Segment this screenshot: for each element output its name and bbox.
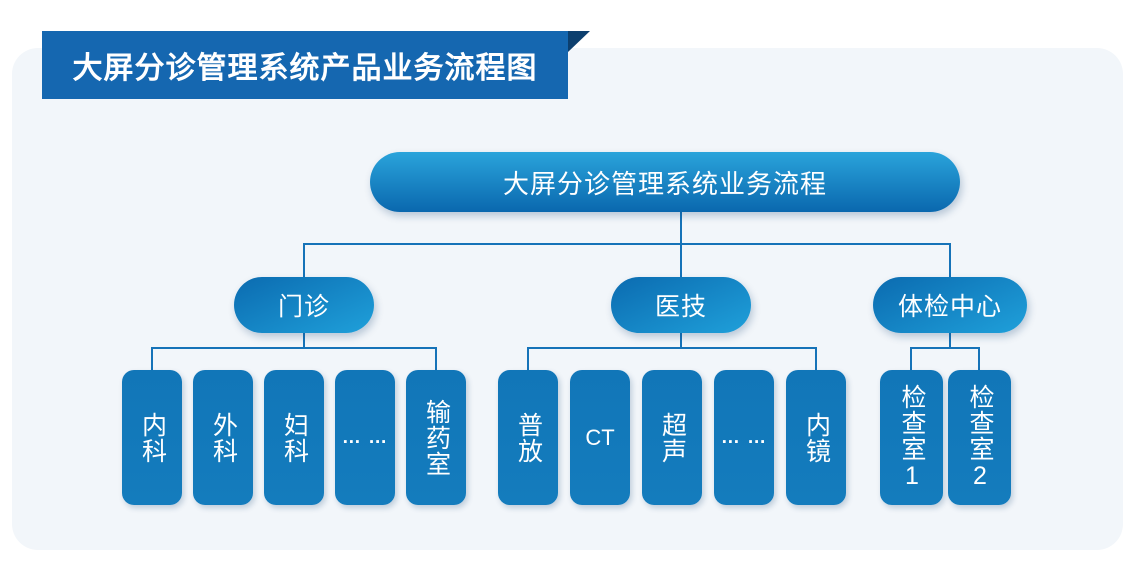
connector-line: [910, 347, 980, 349]
leaf-label: 检查室1: [898, 384, 926, 491]
leaf-node-exam-room-2: 检查室2: [948, 370, 1011, 505]
connector-line: [527, 347, 817, 349]
connector-line: [151, 347, 437, 349]
connector-line: [680, 244, 682, 277]
leaf-node-ultrasound: 超声: [642, 370, 702, 505]
connector-line: [680, 212, 682, 244]
page-title: 大屏分诊管理系统产品业务流程图: [72, 52, 538, 85]
leaf-label: 外科: [209, 411, 238, 464]
leaf-label: 普放: [514, 411, 543, 464]
leaf-label: 内镜: [802, 411, 831, 464]
leaf-label: 超声: [658, 411, 687, 464]
branch-pill-exam-center: 体检中心: [873, 277, 1027, 333]
leaf-node-gynecology: 妇科: [264, 370, 324, 505]
connector-line: [527, 348, 529, 371]
leaf-label: … …: [720, 426, 768, 448]
branch-pill-outpatient: 门诊: [234, 277, 374, 333]
leaf-node-general-radiology: 普放: [498, 370, 558, 505]
leaf-node-exam-room-1: 检查室1: [880, 370, 943, 505]
leaf-label: 内科: [138, 411, 167, 464]
leaf-node-ellipsis: … …: [335, 370, 395, 505]
connector-line: [303, 244, 305, 277]
root-node: 大屏分诊管理系统业务流程: [370, 152, 960, 212]
leaf-label: CT: [585, 424, 615, 450]
leaf-label: 输药室: [422, 398, 451, 477]
connector-line: [303, 333, 305, 348]
leaf-node-endoscopy: 内镜: [786, 370, 846, 505]
connector-line: [815, 348, 817, 371]
connector-line: [151, 348, 153, 371]
connector-line: [435, 348, 437, 371]
connector-line: [949, 333, 951, 348]
connector-line: [910, 348, 912, 371]
leaf-node-ct: CT: [570, 370, 630, 505]
connector-line: [303, 243, 951, 245]
leaf-label: 检查室2: [966, 384, 994, 491]
branch-label: 门诊: [277, 293, 330, 321]
branch-label: 体检中心: [897, 293, 1002, 321]
title-banner: 大屏分诊管理系统产品业务流程图: [42, 31, 568, 99]
branch-pill-medical-tech: 医技: [611, 277, 751, 333]
root-node-label: 大屏分诊管理系统业务流程: [502, 168, 827, 199]
leaf-node-surgery: 外科: [193, 370, 253, 505]
branch-label: 医技: [654, 293, 707, 321]
connector-line: [949, 244, 951, 277]
leaf-node-ellipsis: … …: [714, 370, 774, 505]
leaf-node-medicine-dispensary: 输药室: [406, 370, 466, 505]
leaf-label: 妇科: [280, 411, 309, 464]
connector-line: [680, 333, 682, 348]
leaf-label: … …: [341, 426, 389, 448]
leaf-node-internal-medicine: 内科: [122, 370, 182, 505]
connector-line: [978, 348, 980, 371]
